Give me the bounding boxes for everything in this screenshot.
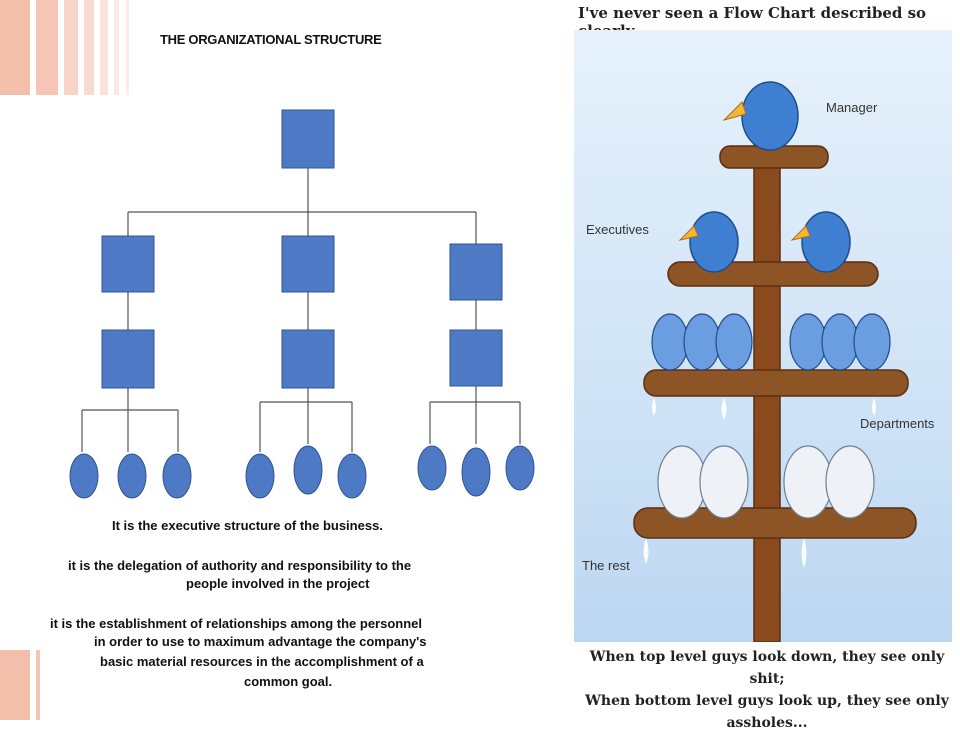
org-node-l3-right <box>449 329 503 387</box>
org-leaf-node <box>505 445 535 491</box>
org-leaf-node <box>337 453 367 499</box>
org-leaf-node <box>293 445 323 495</box>
org-chart-diagram <box>69 109 535 499</box>
comic-caption: When top level guys look down, they see … <box>574 646 960 734</box>
bird-department <box>821 313 859 371</box>
comic-label-manager: Manager <box>826 100 878 115</box>
org-chart-connectors <box>81 168 521 452</box>
dropping-drip <box>643 538 649 564</box>
bird-executive-right <box>790 211 851 273</box>
bird-the-rest <box>657 445 707 519</box>
description-line-7: common goal. <box>244 674 333 689</box>
bird-department <box>789 313 827 371</box>
org-node-l2-right <box>449 243 503 301</box>
org-leaf-node <box>417 445 447 491</box>
description-line-3: people involved in the project <box>186 576 370 591</box>
comic-label-the-rest: The rest <box>582 558 630 573</box>
dropping-drip <box>872 398 876 416</box>
description-line-4: it is the establishment of relationships… <box>50 616 423 631</box>
bird-the-rest <box>825 445 875 519</box>
dropping-drip <box>652 398 656 416</box>
org-node-l2-center <box>281 235 335 293</box>
description-line-2: it is the delegation of authority and re… <box>68 558 412 573</box>
comic-label-departments: Departments <box>860 416 935 431</box>
org-leaf-node <box>162 453 192 499</box>
branch-departments <box>643 369 909 397</box>
slide-panel <box>40 95 560 720</box>
description-line-6: basic material resources in the accompli… <box>100 654 424 669</box>
org-leaf-node <box>245 453 275 499</box>
org-node-l2-left <box>101 235 155 293</box>
description-line-1: It is the executive structure of the bus… <box>112 518 383 533</box>
bird-department <box>683 313 721 371</box>
comic-caption-line-1: When top level guys look down, they see … <box>589 649 945 687</box>
dropping-drip <box>721 398 727 420</box>
org-leaf-node <box>117 453 147 499</box>
bird-the-rest <box>783 445 833 519</box>
bird-the-rest <box>699 445 749 519</box>
org-node-l3-center <box>281 329 335 389</box>
slide-title: THE ORGANIZATIONAL STRUCTURE <box>160 32 382 47</box>
bird-department <box>651 313 689 371</box>
comic-caption-line-2: When bottom level guys look up, they see… <box>585 693 949 709</box>
bird-executive-left <box>678 211 739 273</box>
org-leaf-node <box>69 453 99 499</box>
description-line-5: in order to use to maximum advantage the… <box>94 634 427 649</box>
bird-manager <box>722 81 799 151</box>
org-node-l3-left <box>101 329 155 389</box>
comic-caption-line-3: assholes... <box>726 715 808 731</box>
org-node-top <box>281 109 335 169</box>
dropping-drip <box>801 538 807 568</box>
org-leaf-node <box>461 447 491 497</box>
comic-label-executives: Executives <box>586 222 649 237</box>
bird-department <box>853 313 891 371</box>
decorative-stripes-top <box>0 0 140 95</box>
comic-tree-illustration <box>633 81 917 642</box>
bird-department <box>715 313 753 371</box>
